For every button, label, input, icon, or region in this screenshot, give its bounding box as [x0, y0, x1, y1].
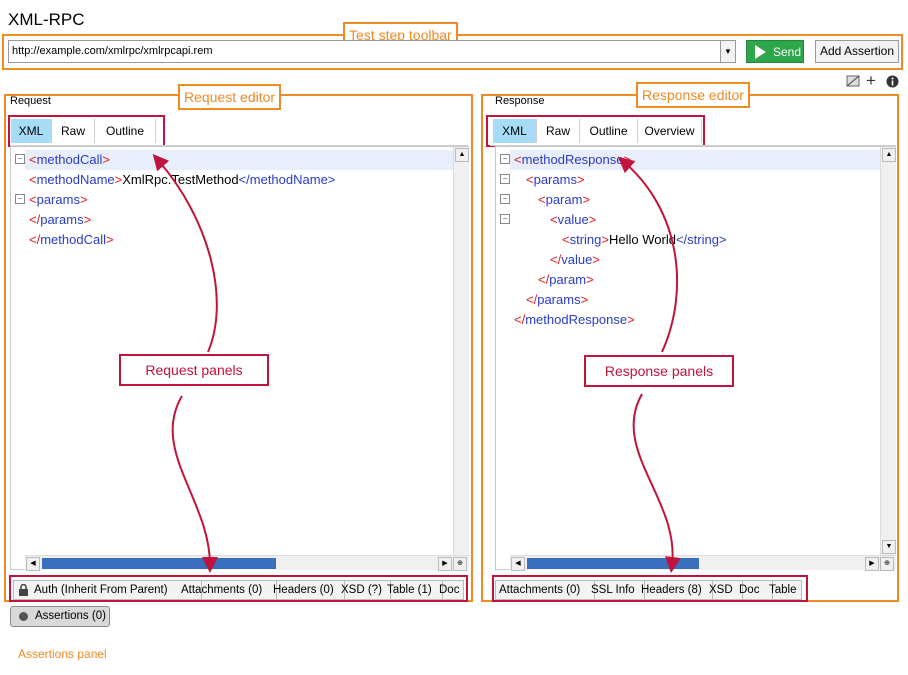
code-line: <param>	[538, 192, 591, 207]
request-tab-raw[interactable]: Raw	[52, 119, 95, 143]
arrow-to-request-panels	[171, 395, 218, 573]
endpoint-url-value: http://example.com/xmlrpc/xmlrpcapi.rem	[12, 45, 213, 57]
scroll-left-icon[interactable]: ◀	[26, 557, 40, 571]
request-tab-xml[interactable]: XML	[11, 119, 52, 143]
code-line: </params>	[29, 212, 92, 227]
send-button[interactable]: Send	[746, 40, 804, 63]
annotation-request-editor: Request editor	[178, 84, 282, 110]
scroll-right-icon[interactable]: ▶	[865, 557, 879, 571]
fold-toggle-icon[interactable]: −	[500, 194, 510, 204]
response-panels-tabbar: Attachments (0) SSL Info Headers (8) XSD…	[495, 580, 802, 600]
add-assertion-button[interactable]: Add Assertion	[815, 40, 899, 63]
request-horizontal-scrollbar[interactable]: ◀ ▶ ⊕	[25, 555, 469, 571]
zoom-icon[interactable]: ⊕	[453, 557, 467, 571]
info-icon[interactable]	[886, 75, 899, 91]
request-tab-outline[interactable]: Outline	[95, 119, 156, 143]
response-panel-title: Response	[495, 95, 545, 107]
response-panel-doc[interactable]: Doc	[736, 581, 773, 599]
response-panel-table[interactable]: Table	[769, 584, 797, 596]
request-panel-doc[interactable]: Doc	[439, 584, 460, 596]
code-line: <value>	[550, 212, 597, 227]
scroll-down-icon[interactable]: ▼	[882, 540, 896, 554]
annotation-response-panels: Response panels	[584, 355, 734, 387]
arrow-to-request-tabs	[152, 153, 218, 353]
request-panel-table[interactable]: Table (1)	[384, 581, 443, 599]
fold-toggle-icon[interactable]: −	[15, 194, 25, 204]
response-tab-xml[interactable]: XML	[493, 119, 537, 143]
request-vertical-scrollbar[interactable]: ▲	[453, 147, 469, 555]
request-panels-highlight	[9, 575, 468, 602]
window-title: XML-RPC	[8, 10, 85, 29]
fold-toggle-icon[interactable]: −	[500, 214, 510, 224]
chevron-down-icon[interactable]: ▼	[720, 41, 735, 62]
response-horizontal-scrollbar[interactable]: ◀ ▶ ⊕	[510, 555, 896, 571]
response-tab-outline[interactable]: Outline	[580, 119, 638, 143]
lock-icon	[19, 584, 28, 596]
scrollbar-thumb[interactable]	[527, 558, 699, 569]
scroll-right-icon[interactable]: ▶	[438, 557, 452, 571]
request-panel-auth[interactable]: Auth (Inherit From Parent)	[14, 581, 202, 599]
response-tab-raw[interactable]: Raw	[537, 119, 580, 143]
code-line: <params>	[29, 192, 88, 207]
scrollbar-thumb[interactable]	[42, 558, 276, 569]
response-tab-overview[interactable]: Overview	[638, 119, 702, 143]
response-panel-headers[interactable]: Headers (8)	[638, 581, 713, 599]
response-panel-xsd[interactable]: XSD	[706, 581, 743, 599]
fold-toggle-icon[interactable]: −	[500, 154, 510, 164]
arrow-to-response-tabs	[617, 156, 679, 353]
annotation-request-panels: Request panels	[119, 354, 269, 386]
request-panels-tabbar: Auth (Inherit From Parent) Attachments (…	[13, 580, 464, 600]
code-line: <string>Hello World</string>	[562, 232, 727, 247]
response-tab-bar: XML Raw Outline Overview	[493, 119, 702, 144]
scroll-up-icon[interactable]: ▲	[455, 148, 469, 162]
status-dot-icon	[19, 612, 28, 621]
assertions-panel-button[interactable]: Assertions (0)	[10, 606, 110, 627]
current-line-highlight	[510, 150, 880, 170]
code-line: </param>	[538, 272, 594, 287]
annotation-assertions-panel: Assertions panel	[18, 647, 107, 661]
code-line: <methodCall>	[29, 152, 110, 167]
fold-toggle-icon[interactable]: −	[15, 154, 25, 164]
endpoint-url-field[interactable]: http://example.com/xmlrpc/xmlrpcapi.rem …	[8, 40, 736, 63]
divider	[490, 145, 896, 146]
request-tab-bar: XML Raw Outline	[11, 119, 156, 144]
response-xml-editor[interactable]: − − − − <methodResponse> <params> <param…	[495, 146, 896, 571]
fold-toggle-icon[interactable]: −	[500, 174, 510, 184]
response-vertical-scrollbar[interactable]: ▲ ▼	[880, 147, 896, 555]
code-line: </methodResponse>	[514, 312, 635, 327]
annotation-response-editor: Response editor	[636, 82, 750, 108]
layout-icon[interactable]	[846, 75, 860, 87]
response-panel-ssl-info[interactable]: SSL Info	[588, 581, 645, 599]
divider	[10, 145, 468, 146]
request-panel-headers[interactable]: Headers (0)	[270, 581, 345, 599]
code-line: </methodCall>	[29, 232, 114, 247]
request-panel-title: Request	[10, 95, 51, 107]
response-panel-attachments[interactable]: Attachments (0)	[496, 581, 595, 599]
response-panels-highlight	[492, 575, 808, 602]
arrow-to-response-panels	[632, 393, 681, 573]
code-line: <params>	[526, 172, 585, 187]
assertions-label: Assertions (0)	[35, 610, 106, 622]
zoom-icon[interactable]: ⊕	[880, 557, 894, 571]
code-line: </value>	[550, 252, 600, 267]
request-panel-xsd[interactable]: XSD (?)	[338, 581, 391, 599]
request-panel-attachments[interactable]: Attachments (0)	[178, 581, 277, 599]
play-icon	[755, 45, 766, 59]
current-line-highlight	[25, 150, 455, 170]
scroll-left-icon[interactable]: ◀	[511, 557, 525, 571]
send-button-label: Send	[773, 45, 802, 59]
code-line: <methodName>XmlRpc.TestMethod</methodNam…	[29, 172, 336, 187]
code-line: </params>	[526, 292, 589, 307]
scroll-up-icon[interactable]: ▲	[882, 148, 896, 162]
plus-icon[interactable]: +	[866, 71, 876, 90]
